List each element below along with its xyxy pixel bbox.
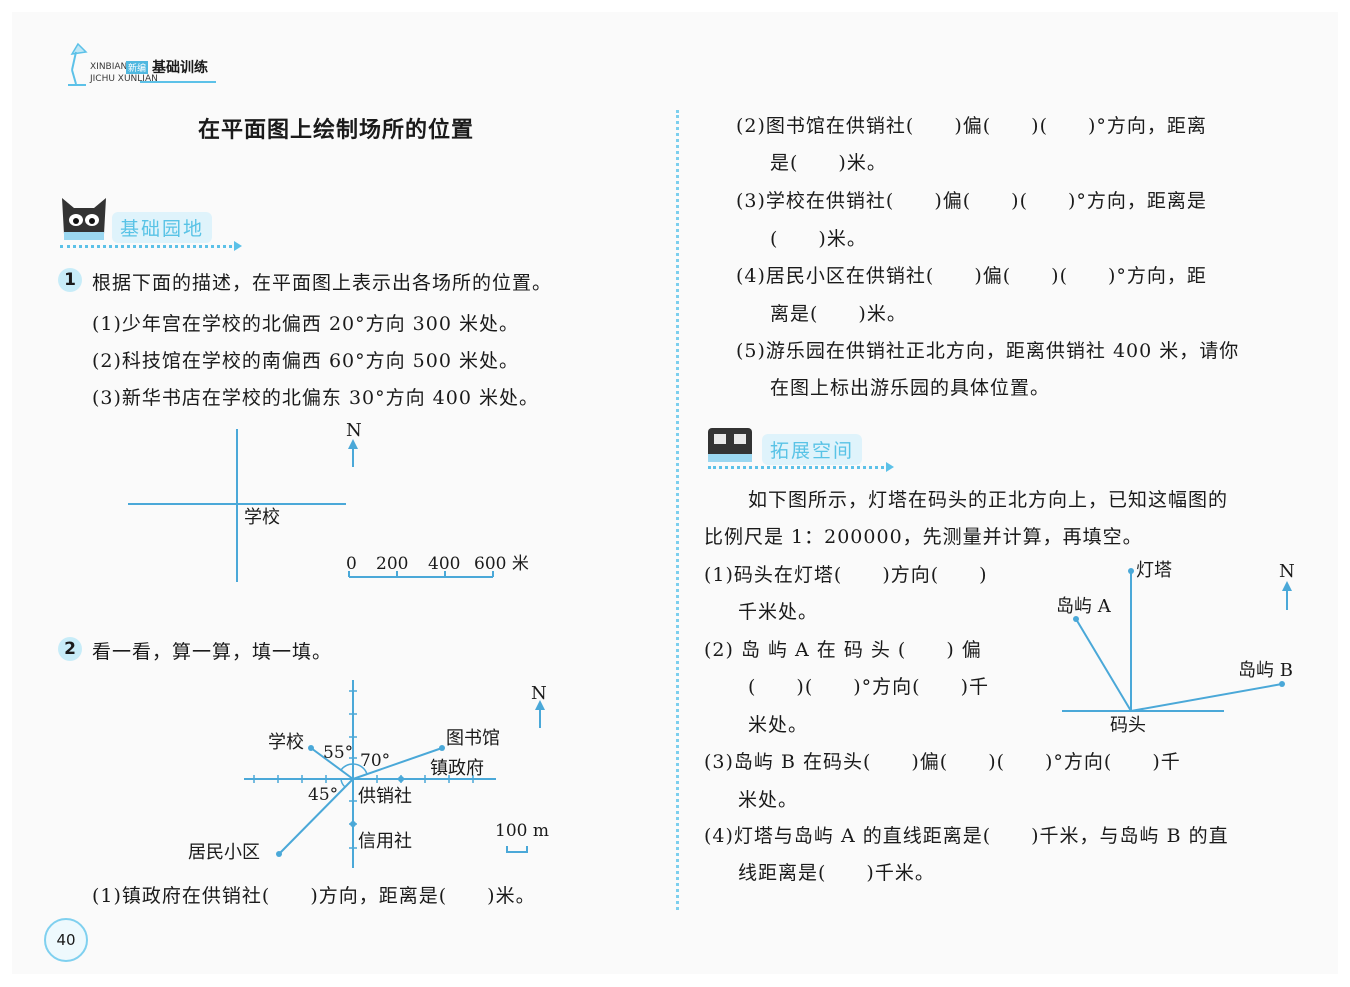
extension-item-4-line-2: 线距离是( )千米。 xyxy=(738,862,935,884)
extension-item-4-line-1: (4)灯塔与岛屿 A 的直线距离是( )千米，与岛屿 B 的直 xyxy=(704,825,1229,847)
lamp-icon xyxy=(68,42,88,86)
point-island-a xyxy=(1073,616,1079,622)
label-angle-55: 55° xyxy=(323,743,353,763)
page-number: 40 xyxy=(44,918,88,962)
brand-tag: 新编 xyxy=(126,61,149,74)
ray-residential xyxy=(278,778,354,855)
ray-school xyxy=(310,747,354,780)
extension-item-2-line-3: 米处。 xyxy=(748,714,809,736)
extension-intro-line-2: 比例尺是 1：200000，先测量并计算，再填空。 xyxy=(704,526,1143,548)
question-2-item-5-line-1: (5)游乐园在供销社正北方向，距离供销社 400 米，请你 xyxy=(736,340,1240,362)
raccoon-mascot-icon xyxy=(62,198,106,240)
question-number-2: 2 xyxy=(58,637,82,661)
brand-pinyin-bottom: JICHU XUNLIAN xyxy=(90,74,158,84)
point-library xyxy=(439,745,445,751)
brand-underline xyxy=(140,81,216,83)
section-dots xyxy=(708,466,884,469)
extension-item-2-line-1: (2) 岛 屿 A 在 码 头 ( ) 偏 xyxy=(704,639,982,661)
question-2-item-5-line-2: 在图上标出游乐园的具体位置。 xyxy=(770,377,1051,399)
question-1-item-2: (2)科技馆在学校的南偏西 60°方向 500 米处。 xyxy=(92,350,519,372)
north-label: N xyxy=(531,683,547,704)
brand-title: 基础训练 xyxy=(152,60,208,76)
question-2-text: 看一看，算一算，填一填。 xyxy=(92,641,333,663)
scale-label-400: 400 xyxy=(428,554,460,574)
label-coop: 供销社 xyxy=(358,786,412,807)
label-town-gov: 镇政府 xyxy=(430,758,484,779)
lighthouse-map[interactable]: 灯塔 岛屿 A 岛屿 B 码头 N xyxy=(1050,555,1310,740)
ray-island-a xyxy=(1075,618,1132,712)
arc-55 xyxy=(340,763,354,771)
north-label: N xyxy=(1279,561,1295,582)
page-title: 在平面图上绘制场所的位置 xyxy=(198,118,475,143)
section-dots xyxy=(60,245,232,248)
question-2-item-3-line-1: (3)学校在供销社( )偏( )( )°方向，距离是 xyxy=(736,190,1207,212)
question-2-item-2-line-2: 是( )米。 xyxy=(770,152,887,174)
label-angle-45: 45° xyxy=(308,785,338,805)
question-1-item-1: (1)少年宫在学校的北偏西 20°方向 300 米处。 xyxy=(92,313,519,335)
page-divider xyxy=(676,110,679,910)
point-school xyxy=(308,745,314,751)
scale-label-600: 600 米 xyxy=(474,554,529,574)
question-2-item-4-line-1: (4)居民小区在供销社( )偏( )( )°方向，距 xyxy=(736,265,1207,287)
point-lighthouse xyxy=(1128,568,1134,574)
north-arrow-icon xyxy=(535,700,545,728)
ray-island-b xyxy=(1130,683,1283,712)
point-credit xyxy=(350,821,356,827)
scale-bar xyxy=(506,846,528,853)
question-number-1: 1 xyxy=(58,268,82,292)
extension-item-1-line-1: (1)码头在灯塔( )方向( ) xyxy=(704,564,988,586)
extension-item-1-line-2: 千米处。 xyxy=(738,601,819,623)
question-1-item-3: (3)新华书店在学校的北偏东 30°方向 400 米处。 xyxy=(92,387,539,409)
school-map[interactable]: 学校 N 0 200 400 600 米 xyxy=(120,415,540,590)
north-arrow-icon xyxy=(1282,581,1292,610)
label-residential: 居民小区 xyxy=(188,842,260,863)
page xyxy=(12,12,1338,974)
north-label: N xyxy=(346,420,362,441)
extension-intro-line-1: 如下图所示，灯塔在码头的正北方向上，已知这幅图的 xyxy=(748,489,1229,511)
label-lighthouse: 灯塔 xyxy=(1136,560,1172,581)
mascot-icon xyxy=(708,428,752,462)
arc-70 xyxy=(352,763,368,775)
extension-item-3-line-2: 米处。 xyxy=(738,789,799,811)
north-arrow-icon xyxy=(348,439,358,467)
label-credit: 信用社 xyxy=(358,831,412,852)
point-residential xyxy=(276,851,282,857)
section-label-basic: 基础园地 xyxy=(112,212,213,243)
label-island-b: 岛屿 B xyxy=(1238,660,1293,681)
ray-library xyxy=(352,747,443,780)
arc-45 xyxy=(340,778,346,788)
label-library: 图书馆 xyxy=(446,728,500,749)
label-dock: 码头 xyxy=(1110,715,1146,736)
scale-bar xyxy=(348,571,494,578)
extension-item-2-line-2: ( )( )°方向( )千 xyxy=(748,676,989,698)
dots-arrow-icon xyxy=(234,241,242,251)
coop-map[interactable]: 学校 55° 70° 图书馆 镇政府 45° 供销社 信用社 居民小区 N 10… xyxy=(180,676,580,876)
label-scale: 100 m xyxy=(495,821,549,841)
brand-pinyin-top: XINBIAN xyxy=(90,62,128,72)
question-2-item-2-line-1: (2)图书馆在供销社( )偏( )( )°方向，距离 xyxy=(736,115,1207,137)
point-island-b xyxy=(1279,681,1285,687)
label-island-a: 岛屿 A xyxy=(1056,596,1112,617)
question-2-item-4-line-2: 离是( )米。 xyxy=(770,303,907,325)
scale-label-0: 0 xyxy=(346,554,357,574)
map-center-label: 学校 xyxy=(244,507,280,528)
extension-item-3-line-1: (3)岛屿 B 在码头( )偏( )( )°方向( )千 xyxy=(704,751,1181,773)
question-2-item-1: (1)镇政府在供销社( )方向，距离是( )米。 xyxy=(92,885,536,907)
scale-label-200: 200 xyxy=(376,554,408,574)
question-1-text: 根据下面的描述，在平面图上表示出各场所的位置。 xyxy=(92,272,553,294)
dots-arrow-icon xyxy=(886,462,894,472)
section-label-extension: 拓展空间 xyxy=(762,434,863,465)
point-town-gov xyxy=(398,776,404,782)
question-2-item-3-line-2: ( )米。 xyxy=(770,228,867,250)
label-angle-70: 70° xyxy=(360,751,390,771)
label-school: 学校 xyxy=(268,732,304,753)
